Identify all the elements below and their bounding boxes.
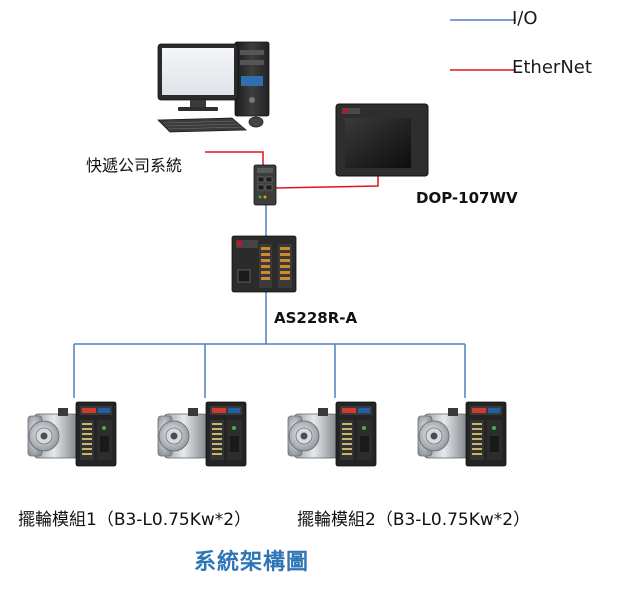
servo-unit-icon-3 (287, 401, 377, 467)
plc-label: AS228R-A (274, 309, 358, 327)
legend-io-label: I/O (512, 8, 538, 29)
plc-controller-icon (231, 235, 297, 293)
servo-group-1-label: 擺輪模組1（B3-L0.75Kw*2） (18, 510, 252, 530)
servo-group-2-label: 擺輪模組2（B3-L0.75Kw*2） (297, 510, 531, 530)
hmi-panel-icon (335, 103, 429, 177)
diagram-caption: 系統架構圖 (194, 550, 310, 575)
hmi-label: DOP-107WV (416, 189, 518, 207)
servo-unit-icon-4 (417, 401, 507, 467)
pc-label: 快遞公司系統 (86, 156, 183, 175)
legend-ethernet-label: EtherNet (512, 57, 592, 78)
ethernet-link-switch-hmi (274, 176, 379, 189)
servo-unit-icon-1 (27, 401, 117, 467)
ethernet-switch-icon (253, 164, 277, 206)
ethernet-link-pc-switch (205, 151, 264, 168)
servo-unit-icon-2 (157, 401, 247, 467)
pc-workstation-icon (157, 41, 270, 133)
